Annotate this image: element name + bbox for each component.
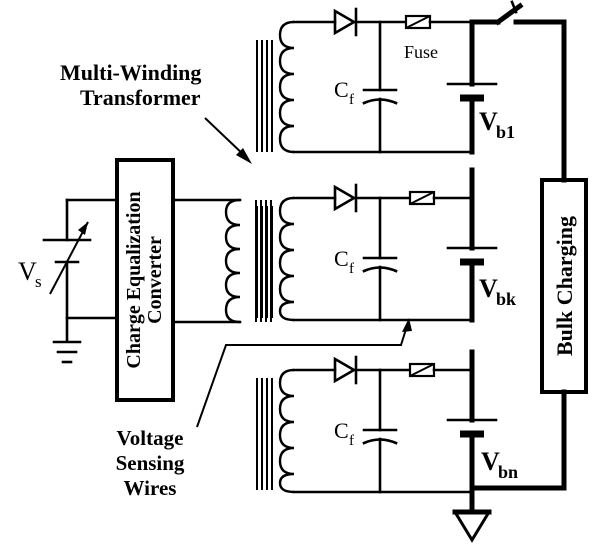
source-battery	[42, 198, 119, 342]
vb1-label-sub: b1	[496, 122, 515, 142]
vbn-label: V	[481, 447, 500, 476]
cell-k-battery	[446, 167, 498, 323]
cell-k-fuse	[408, 190, 474, 206]
cell-n-fuse	[408, 362, 474, 378]
source-label-sub: s	[35, 272, 42, 291]
bulk-switch	[469, 0, 567, 491]
cell-k-diode	[333, 183, 412, 213]
cell-k-capacitor	[362, 196, 398, 322]
vbk-label-sub: bk	[496, 289, 516, 309]
ground-symbol-source	[52, 340, 82, 364]
cell-1-cap-sub: f	[349, 92, 354, 108]
cell-n-cap-label: C	[334, 418, 349, 443]
ground-symbol-stack	[452, 509, 492, 543]
transformer-arrow	[204, 117, 252, 164]
cell-1-capacitor	[362, 20, 398, 154]
cell-k-cap-label: C	[334, 246, 349, 271]
fuse-label: Fuse	[404, 42, 438, 62]
source-label: V	[18, 257, 37, 286]
bulk-charging-label: Bulk Charging	[552, 216, 577, 356]
cell-n-battery	[446, 349, 498, 515]
cell-k-secondary	[256, 196, 474, 322]
cell-1-diode	[333, 7, 408, 37]
sensing-wire-lead	[196, 318, 412, 428]
primary-core	[255, 200, 272, 322]
cell-1-fuse	[404, 14, 474, 30]
sensing-label-line3: Wires	[124, 476, 177, 500]
cell-n-secondary	[256, 368, 474, 494]
bulk-charging-box	[540, 178, 588, 394]
cell-n-cap-sub: f	[349, 433, 354, 449]
converter-label-line1: Charge Equalization	[123, 191, 145, 368]
transformer-label-line2: Transformer	[80, 85, 201, 110]
cell-1-cap-label: C	[334, 77, 349, 102]
cell-n-diode	[333, 355, 412, 385]
vb1-label: V	[479, 107, 498, 136]
cell-1-battery	[446, 19, 498, 155]
primary-winding	[171, 198, 242, 324]
vbn-label-sub: bn	[498, 462, 518, 482]
converter-label-line2: Converter	[144, 236, 166, 324]
sensing-label-line2: Sensing	[116, 451, 185, 475]
transformer-label-line1: Multi-Winding	[60, 60, 201, 85]
cell-k-cap-sub: f	[349, 261, 354, 277]
cell-n-capacitor	[362, 368, 398, 494]
cell-1-secondary	[256, 20, 474, 154]
charge-equalization-converter-box	[115, 158, 175, 402]
sensing-label-line1: Voltage	[117, 426, 184, 450]
vbk-label: V	[479, 274, 498, 303]
